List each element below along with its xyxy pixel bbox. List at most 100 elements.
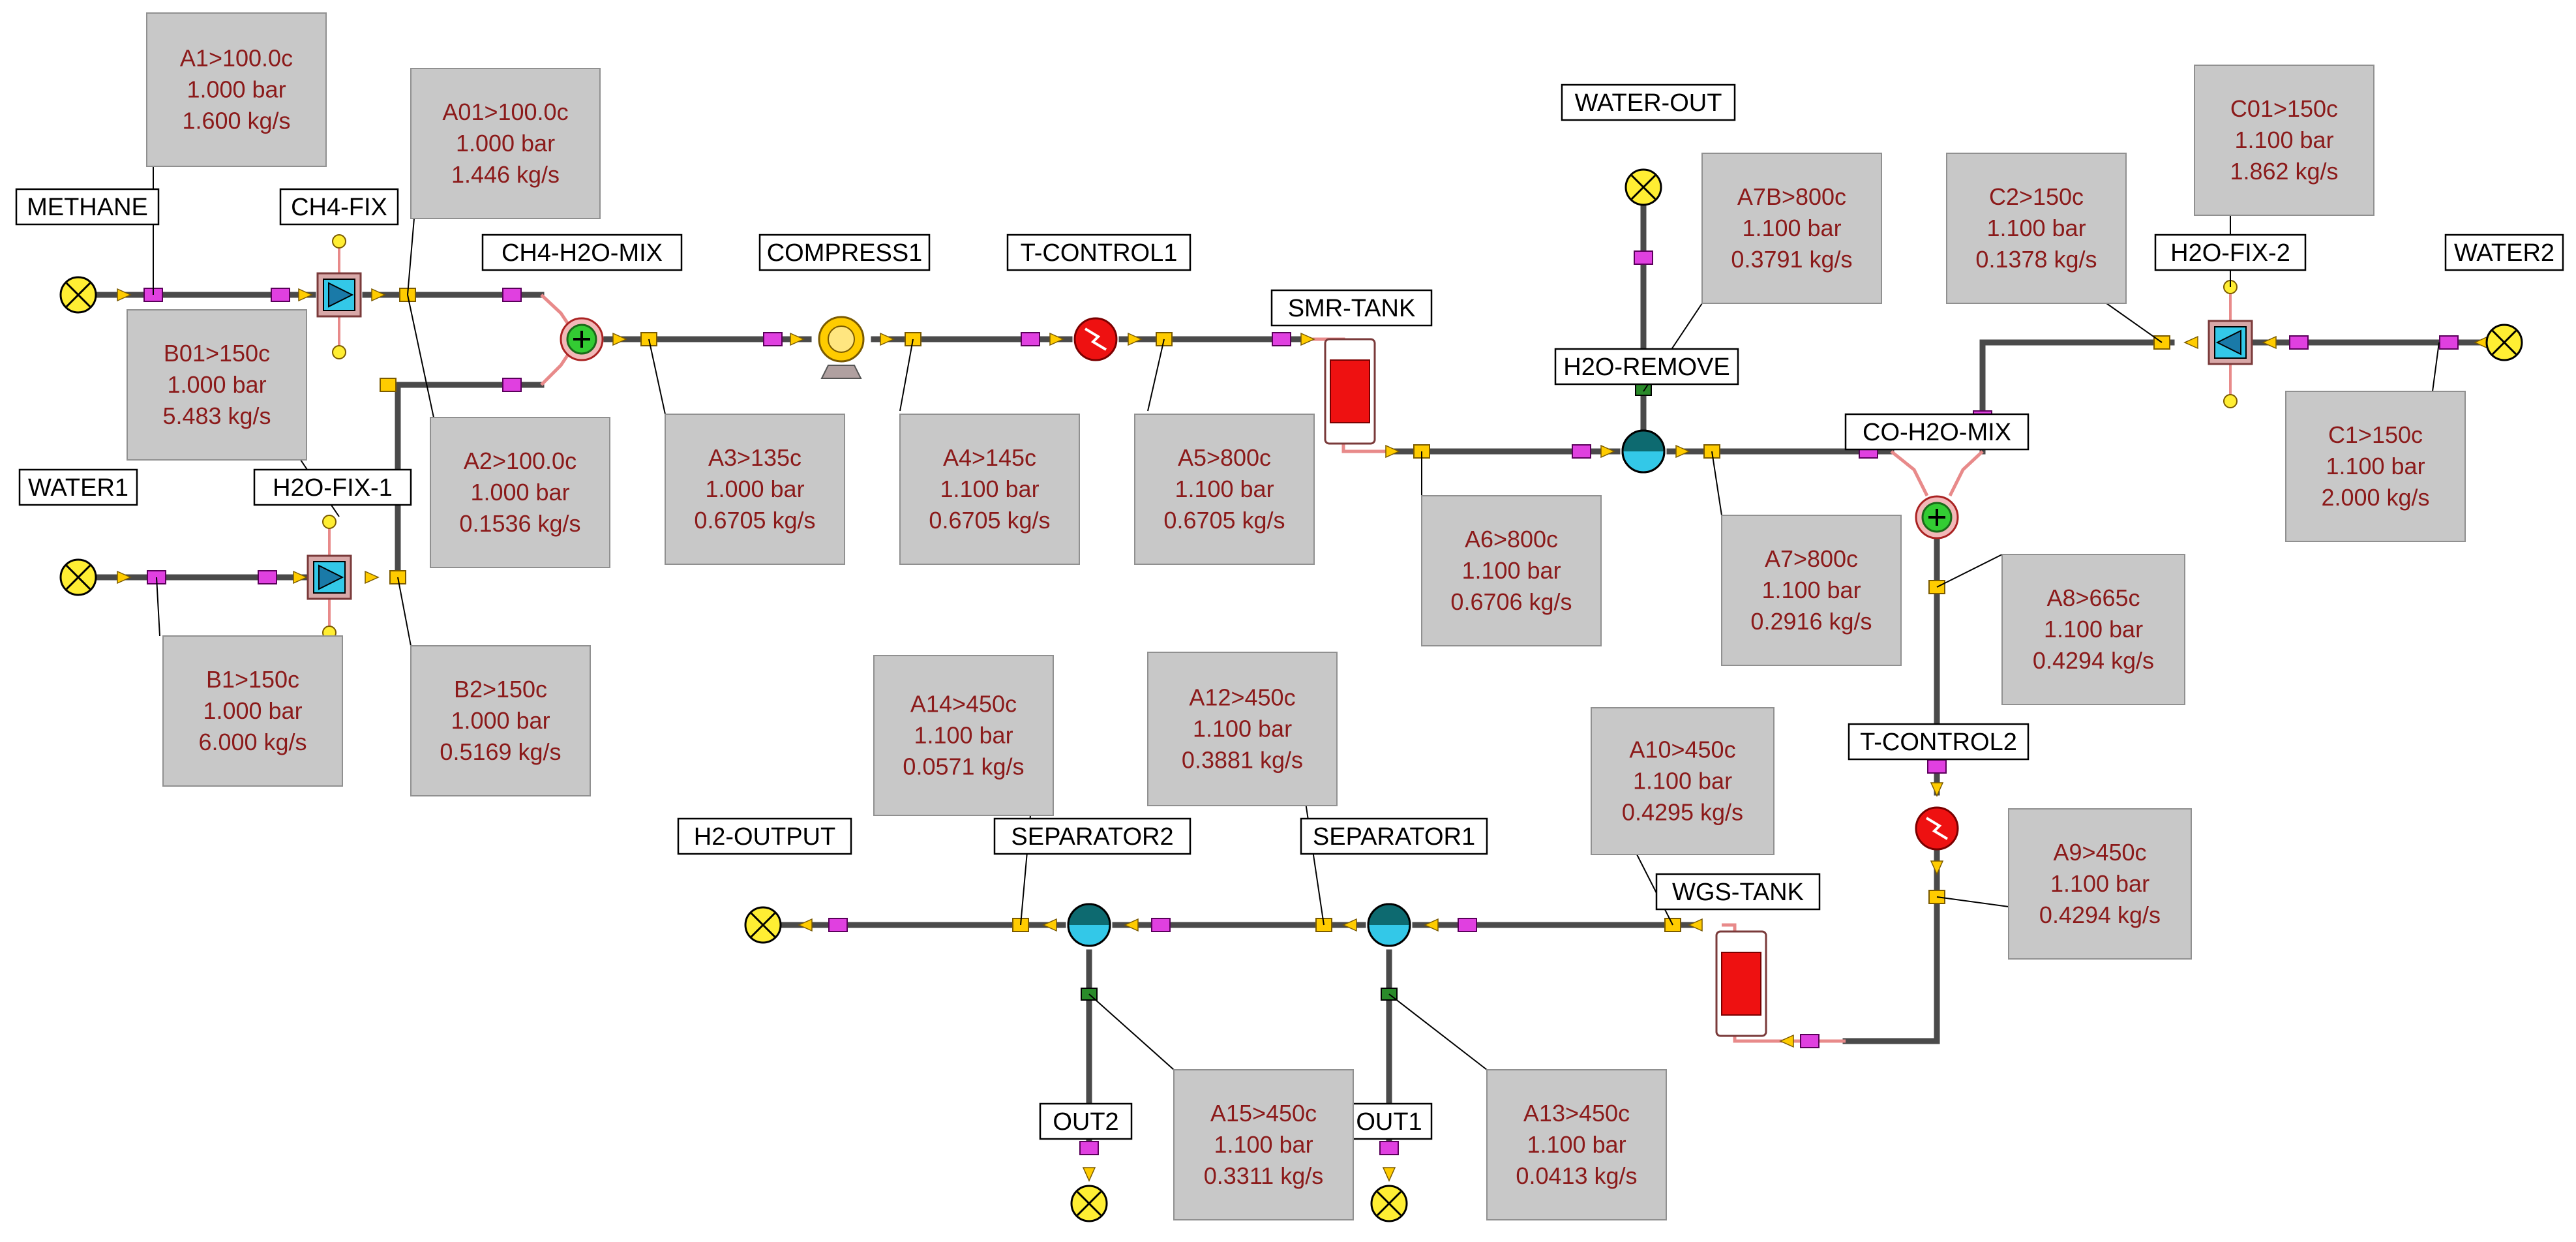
- h2o-fix-2-unit[interactable]: [2208, 280, 2253, 408]
- stream-pressure: 1.100 bar: [1214, 1131, 1313, 1158]
- out1-endpoint[interactable]: [1370, 1185, 1408, 1222]
- stream-pressure: 1.100 bar: [1193, 716, 1292, 742]
- stream-name: B01>150c: [164, 340, 270, 367]
- stream-pressure: 1.100 bar: [1761, 577, 1861, 603]
- stream-flow: 1.600 kg/s: [182, 108, 290, 134]
- t-control1-unit[interactable]: [1073, 317, 1118, 361]
- stream-name: C1>150c: [2328, 421, 2423, 448]
- unit-label-text: SEPARATOR1: [1313, 823, 1475, 851]
- stream-flow: 0.6705 kg/s: [694, 507, 815, 534]
- stream-flow: 0.6706 kg/s: [1450, 588, 1572, 615]
- t-control2-unit[interactable]: [1915, 806, 1959, 851]
- unit-label-text: SEPARATOR2: [1011, 823, 1173, 851]
- stream-pressure: 1.100 bar: [1986, 215, 2086, 241]
- stream-box-a10: A10>450c 1.100 bar 0.4295 kg/s: [1591, 707, 1775, 855]
- unit-label-t-control1: T-CONTROL1: [1006, 234, 1191, 271]
- water2-endpoint[interactable]: [2485, 324, 2523, 361]
- stream-pressure: 1.100 bar: [1461, 557, 1561, 584]
- ch4-fix-unit[interactable]: [316, 234, 362, 359]
- h2o-fix-1-unit[interactable]: [307, 515, 352, 640]
- stream-flow: 1.862 kg/s: [2230, 158, 2338, 185]
- stream-pressure: 1.100 bar: [2234, 127, 2333, 153]
- unit-label-text: H2-OUTPUT: [694, 823, 835, 851]
- stream-name: C2>150c: [1989, 183, 2084, 210]
- stream-pressure: 1.000 bar: [187, 76, 286, 103]
- stream-name: A6>800c: [1465, 526, 1558, 553]
- stream-name: A10>450c: [1629, 736, 1735, 763]
- stream-pressure: 1.000 bar: [167, 371, 266, 398]
- unit-label-text: CH4-H2O-MIX: [502, 239, 663, 267]
- unit-label-text: WATER-OUT: [1575, 89, 1722, 117]
- pipe-tcontrol2-wgstank: [1842, 845, 1940, 1044]
- unit-labels: METHANE CH4-FIX CH4-H2O-MIX COMPRESS1 T-CONT…: [15, 83, 2564, 1140]
- water1-endpoint[interactable]: [59, 558, 97, 596]
- unit-label-out1: OUT1: [1345, 1102, 1433, 1140]
- stream-name: A15>450c: [1210, 1100, 1317, 1127]
- unit-label-ch4-h2o-mix: CH4-H2O-MIX: [481, 234, 683, 271]
- stream-pressure: 1.100 bar: [1175, 476, 1274, 502]
- stream-name: A01>100.0c: [442, 98, 568, 125]
- unit-label-smr-tank: SMR-TANK: [1270, 289, 1433, 327]
- compress1-unit[interactable]: [818, 316, 865, 380]
- stream-name: A14>450c: [910, 691, 1017, 718]
- stream-pressure: 1.100 bar: [914, 722, 1013, 749]
- stream-flow: 0.4294 kg/s: [2039, 901, 2161, 928]
- co-h2o-mix-unit[interactable]: [1915, 495, 1959, 539]
- unit-label-text: WATER2: [2454, 239, 2554, 267]
- stream-name: A1>100.0c: [180, 45, 293, 72]
- methane-endpoint[interactable]: [59, 276, 97, 314]
- wgs-tank-unit[interactable]: [1715, 930, 1767, 1037]
- smr-tank-unit[interactable]: [1324, 338, 1376, 445]
- stream-box-a14: A14>450c 1.100 bar 0.0571 kg/s: [873, 655, 1054, 816]
- h2o-remove-unit[interactable]: [1621, 429, 1666, 474]
- unit-label-methane: METHANE: [15, 188, 160, 226]
- stream-flow: 0.4295 kg/s: [1622, 799, 1743, 826]
- unit-label-text: H2O-REMOVE: [1563, 354, 1730, 381]
- unit-label-h2o-fix-1: H2O-FIX-1: [253, 468, 412, 506]
- ch4-h2o-mix-unit[interactable]: [560, 317, 604, 361]
- stream-pressure: 1.000 bar: [451, 707, 550, 734]
- unit-label-text: OUT2: [1053, 1108, 1118, 1136]
- unit-label-text: WGS-TANK: [1672, 879, 1804, 906]
- out2-endpoint[interactable]: [1070, 1185, 1108, 1222]
- stream-name: A7>800c: [1765, 545, 1858, 572]
- stream-pressure: 1.100 bar: [1633, 768, 1732, 795]
- stream-name: A4>145c: [943, 444, 1036, 471]
- stream-flow: 0.5169 kg/s: [440, 738, 561, 765]
- unit-label-text: T-CONTROL1: [1021, 239, 1178, 267]
- stream-flow: 0.0571 kg/s: [903, 753, 1024, 780]
- unit-label-text: WATER1: [28, 474, 128, 502]
- unit-label-text: CH4-FIX: [291, 194, 387, 221]
- equipment: [59, 168, 2523, 1222]
- unit-label-h2o-remove: H2O-REMOVE: [1554, 348, 1739, 386]
- stream-name: A8>665c: [2046, 584, 2140, 611]
- unit-label-co-h2o-mix: CO-H2O-MIX: [1844, 413, 2029, 451]
- unit-label-text: SMR-TANK: [1288, 295, 1416, 322]
- unit-label-text: COMPRESS1: [767, 239, 923, 267]
- unit-label-water1: WATER1: [18, 468, 138, 506]
- separator2-unit[interactable]: [1067, 903, 1111, 947]
- stream-flow: 0.0413 kg/s: [1516, 1162, 1637, 1189]
- stream-name: A7B>800c: [1737, 183, 1846, 210]
- stream-name: A5>800c: [1178, 444, 1271, 471]
- unit-label-h2o-fix-2: H2O-FIX-2: [2154, 234, 2307, 271]
- stream-pressure: 1.100 bar: [1527, 1131, 1626, 1158]
- unit-label-text: H2O-FIX-1: [273, 474, 393, 502]
- stream-box-a1: A1>100.0c 1.000 bar 1.600 kg/s: [146, 12, 327, 167]
- waterout-endpoint[interactable]: [1625, 168, 1662, 206]
- h2output-endpoint[interactable]: [744, 906, 782, 944]
- separator1-unit[interactable]: [1367, 903, 1411, 947]
- pipe-h2ofix1-mixer: [395, 382, 545, 581]
- stream-flow: 0.3881 kg/s: [1182, 747, 1303, 774]
